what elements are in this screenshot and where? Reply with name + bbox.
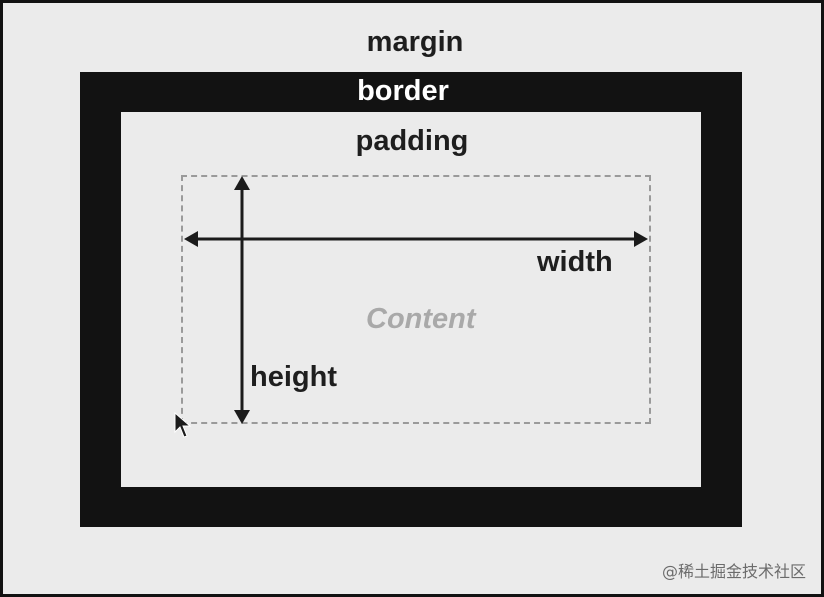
height-label: height <box>250 361 337 393</box>
margin-label: margin <box>366 26 464 58</box>
watermark-text: @稀土掘金技术社区 <box>661 562 806 581</box>
width-label: width <box>537 246 613 278</box>
content-label: Content <box>366 303 476 335</box>
content-area <box>181 175 651 424</box>
padding-label: padding <box>355 125 469 157</box>
mouse-pointer-icon <box>174 412 192 438</box>
padding-area <box>121 112 701 487</box>
border-label: border <box>357 75 449 107</box>
